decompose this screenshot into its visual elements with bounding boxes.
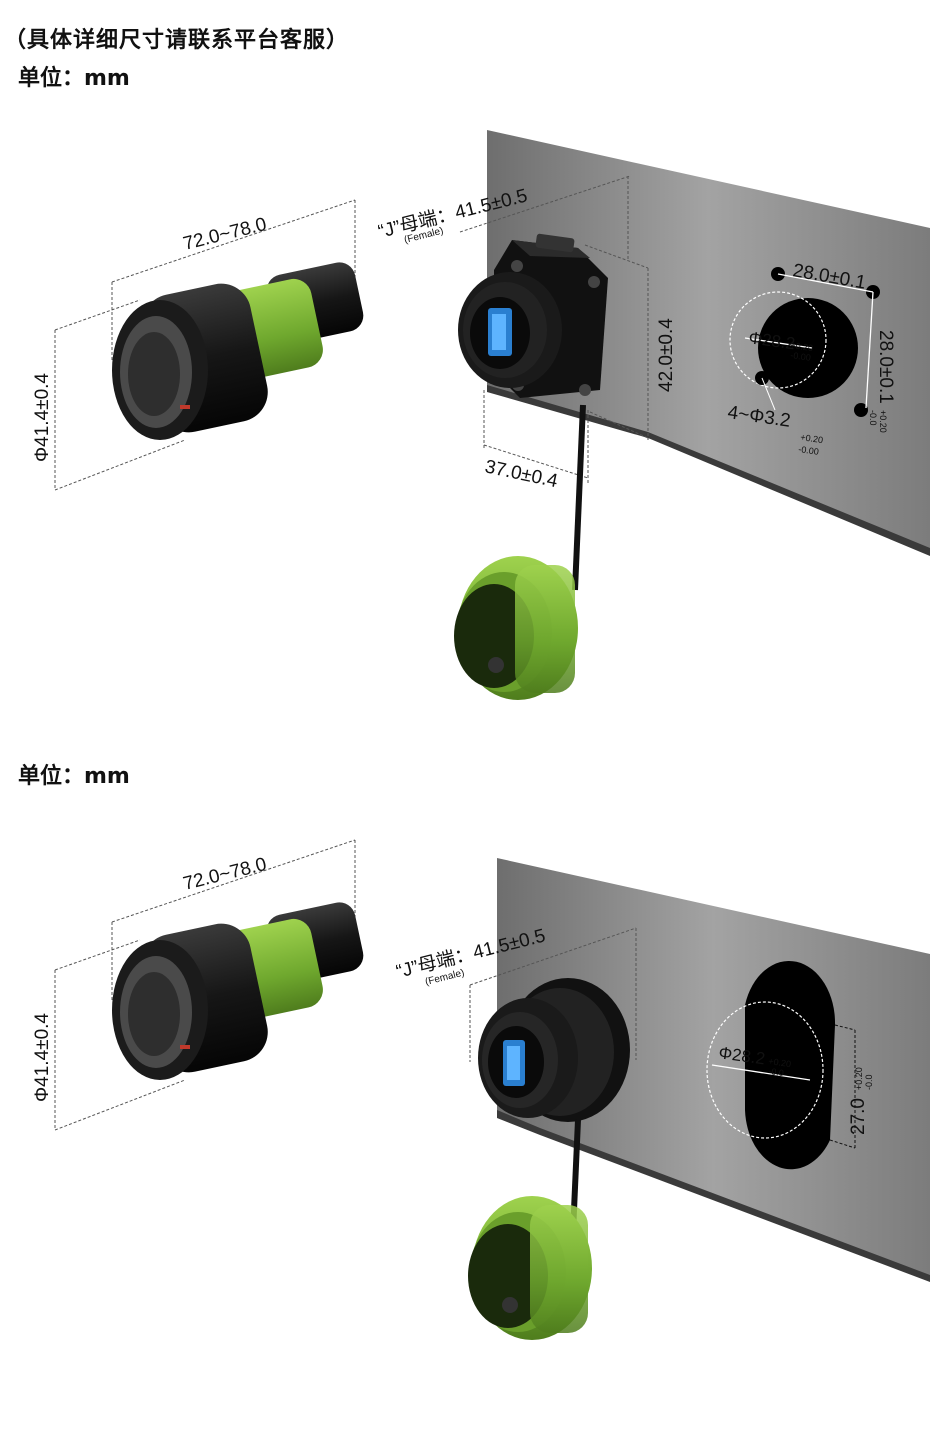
hole-spacing-v-tol-minus: -0.0 [868,410,878,426]
plug-length-2: 72.0~78.0 [181,854,269,895]
unit-label-bottom: 单位：mm [18,764,130,789]
cutout-tol-minus-2: -0.0 [768,1066,785,1078]
detail-note: （具体详细尺寸请联系平台客服） [4,28,350,53]
plug-dimension-lines [54,199,356,491]
hole-spacing-v-tol-plus: +0.20 [878,410,888,433]
panel-cutout-2 [706,960,856,1170]
flat-tol-minus: -0.0 [864,1074,874,1090]
socket-dimension-lines [459,175,649,485]
flat-width: 27.0 [848,1098,869,1135]
male-plug-2 [112,902,364,1080]
male-plug [112,262,364,440]
panel-cutout [729,267,880,417]
dust-cap [454,556,578,700]
mount-tol-plus: +0.20 [800,432,824,445]
mounting-panel [487,130,930,556]
cutout-tol-plus: +0.20 [790,340,814,353]
female-socket-2 [478,978,630,1301]
cutout-tol-minus: -0.00 [790,350,812,363]
dust-cap-2 [468,1196,592,1340]
mounting-panel-2 [497,858,930,1282]
plug-dimension-lines-2 [54,839,356,1131]
mount-tol-minus: -0.00 [798,444,820,457]
unit-label-top: 单位：mm [18,66,130,91]
figure-1-product-drawing: 28.0±0.1 28.0±0.1 +0.20 -0.0 Φ28.2 +0.20… [32,130,930,700]
socket-width: 37.0±0.4 [483,456,560,492]
female-socket [458,233,608,591]
plug-length: 72.0~78.0 [181,214,269,255]
hole-spacing-v: 28.0±0.1 [875,330,896,404]
plug-diameter: Φ41.4±0.4 [32,373,53,462]
socket-height: 42.0±0.4 [656,318,677,392]
cutout-tol-plus-2: +0.20 [768,1056,792,1069]
figure-2-product-drawing: Φ28.2 +0.20 -0.0 27.0 +0.20 -0.0 “J”母端：4… [32,839,930,1340]
socket-dimension-lines-2 [469,927,637,1062]
flat-tol-plus: +0.20 [854,1067,864,1090]
plug-diameter-2: Φ41.4±0.4 [32,1013,53,1102]
